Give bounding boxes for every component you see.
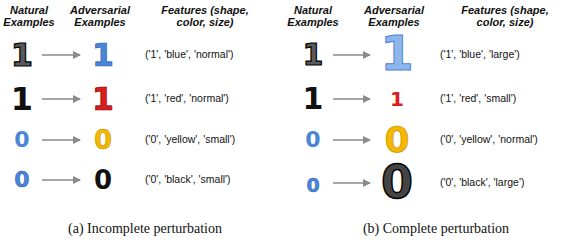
feature-tuple: ('1', 'red', 'small') <box>440 93 516 105</box>
digit-glyph: 1 <box>380 29 413 77</box>
arrow <box>42 179 80 181</box>
arrow <box>333 139 370 141</box>
feature-tuple: ('1', 'blue', 'large') <box>440 49 520 61</box>
feature-tuple: ('0', 'yellow', 'small') <box>145 134 235 146</box>
digit-glyph: 0 <box>384 122 409 158</box>
feature-tuple: ('1', 'blue', 'normal') <box>145 49 233 61</box>
perturbation-arrows <box>42 55 370 183</box>
digit-glyph: 0 <box>94 167 112 193</box>
arrow <box>333 182 370 184</box>
digit-glyph: 1 <box>390 89 404 109</box>
arrow <box>42 54 80 56</box>
column-header: Features (shape, color, size) <box>155 4 255 28</box>
column-header: Adversarial Examples <box>64 4 136 28</box>
digit-glyph: 1 <box>303 84 324 114</box>
digit-glyph: 1 <box>11 83 33 115</box>
arrow <box>42 139 80 141</box>
digit-glyph: 0 <box>94 127 112 153</box>
feature-tuple: ('0', 'black', 'small') <box>145 174 231 186</box>
digit-glyph: 1 <box>303 40 324 70</box>
digit-glyph: 0 <box>14 129 29 151</box>
arrow <box>333 98 370 100</box>
digit-glyph: 0 <box>14 169 29 191</box>
subfigure-caption: (b) Complete perturbation <box>363 221 509 236</box>
digit-glyph: 1 <box>11 39 33 71</box>
arrow <box>333 54 370 56</box>
subfigure-caption: (a) Incomplete perturbation <box>68 221 222 236</box>
feature-tuple: ('0', 'black', 'large') <box>440 177 524 189</box>
feature-tuple: ('1', 'red', 'normal') <box>145 93 229 105</box>
digit-glyph: 1 <box>92 83 114 115</box>
digit-glyph: 1 <box>92 39 114 71</box>
digit-glyph: 0 <box>306 176 319 195</box>
column-header: Natural Examples <box>3 4 55 28</box>
column-header: Features (shape, color, size) <box>455 4 555 28</box>
column-header: Natural Examples <box>287 4 339 28</box>
feature-tuple: ('0', 'yellow', 'normal') <box>440 134 538 146</box>
arrow <box>42 98 80 100</box>
digit-glyph: 0 <box>305 129 320 151</box>
digit-glyph: 0 <box>381 159 413 205</box>
column-header: Adversarial Examples <box>358 4 430 28</box>
